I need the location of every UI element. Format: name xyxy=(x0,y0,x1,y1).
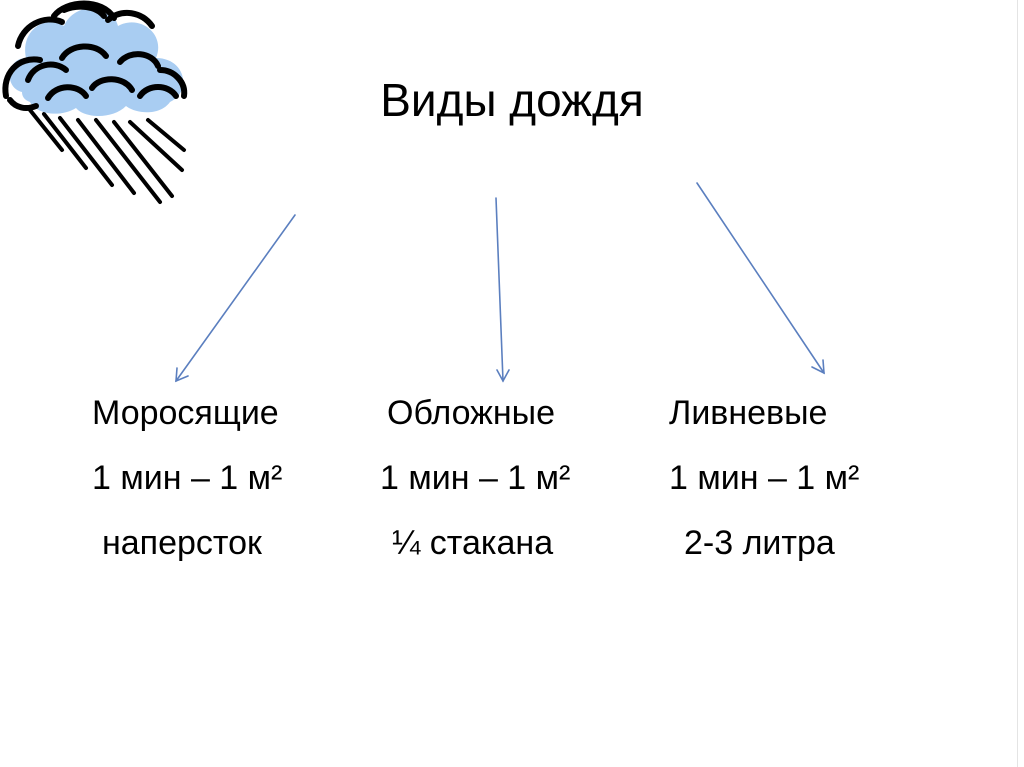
arrow-icon-right xyxy=(696,182,825,375)
category-amount-shower: 2-3 литра xyxy=(684,524,835,562)
category-name-shower: Ливневые xyxy=(669,394,828,432)
page-title: Виды дождя xyxy=(380,74,644,126)
category-rate-shower: 1 мин – 1 м² xyxy=(669,459,860,497)
category-amount-overcast: ¼ стакана xyxy=(392,524,554,562)
category-name-drizzle: Моросящие xyxy=(92,394,279,432)
rain-cloud-icon xyxy=(2,0,188,204)
category-name-overcast: Обложные xyxy=(387,394,556,432)
category-rate-drizzle: 1 мин – 1 м² xyxy=(92,459,283,497)
category-amount-drizzle: наперсток xyxy=(102,524,262,562)
arrow-icon-center xyxy=(495,197,510,383)
rain-streaks xyxy=(28,108,186,204)
cloud-outline xyxy=(2,0,188,111)
arrow-icon-left xyxy=(175,214,296,383)
category-rate-overcast: 1 мин – 1 м² xyxy=(380,459,571,497)
slide-edge-divider xyxy=(1017,0,1018,767)
